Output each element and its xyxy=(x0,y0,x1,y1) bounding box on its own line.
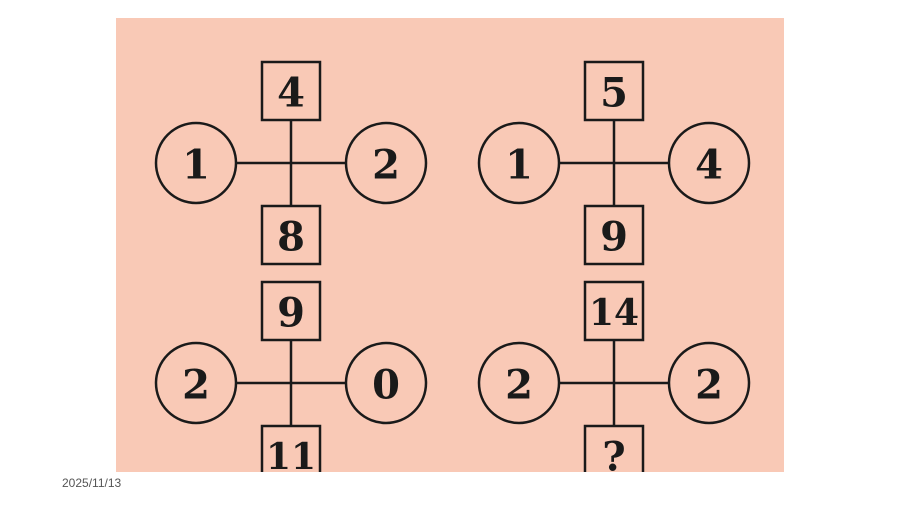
bottom-box-number: 9 xyxy=(600,214,628,261)
right-circle-number: 4 xyxy=(695,142,723,189)
slide-date: 2025/11/13 xyxy=(62,476,122,490)
left-circle-number: 2 xyxy=(505,362,533,409)
top-box xyxy=(260,60,322,122)
top-box-number: 9 xyxy=(277,290,305,337)
bottom-box xyxy=(583,204,645,266)
bottom-box-number: ? xyxy=(602,434,625,473)
left-circle xyxy=(477,341,561,425)
right-circle xyxy=(667,341,751,425)
top-box xyxy=(260,280,322,342)
figure-top-left: 1 2 4 8 xyxy=(154,60,428,266)
bottom-box-number: 8 xyxy=(277,214,305,261)
right-circle-number: 2 xyxy=(695,362,723,409)
top-box xyxy=(583,60,645,122)
left-circle xyxy=(477,121,561,205)
top-box xyxy=(583,280,645,342)
right-circle xyxy=(667,121,751,205)
left-circle-number: 2 xyxy=(182,362,210,409)
left-circle xyxy=(154,341,238,425)
right-circle-number: 2 xyxy=(372,142,400,189)
left-circle-number: 1 xyxy=(182,142,210,189)
right-circle-number: 0 xyxy=(372,362,400,409)
figure-bottom-right: 2 2 14? xyxy=(477,280,751,473)
bottom-box xyxy=(260,204,322,266)
figure-bottom-left: 2 0 9 11 xyxy=(154,280,428,472)
bottom-box xyxy=(260,424,322,472)
left-circle xyxy=(154,121,238,205)
bottom-box-number: 11 xyxy=(266,436,316,472)
bottom-box xyxy=(583,424,645,472)
figure-top-right: 1 4 5 9 xyxy=(477,60,751,266)
top-box-number: 4 xyxy=(277,70,305,117)
left-circle-number: 1 xyxy=(505,142,533,189)
top-box-number: 14 xyxy=(589,292,639,334)
right-circle xyxy=(344,121,428,205)
top-box-number: 5 xyxy=(600,70,628,117)
right-circle xyxy=(344,341,428,425)
